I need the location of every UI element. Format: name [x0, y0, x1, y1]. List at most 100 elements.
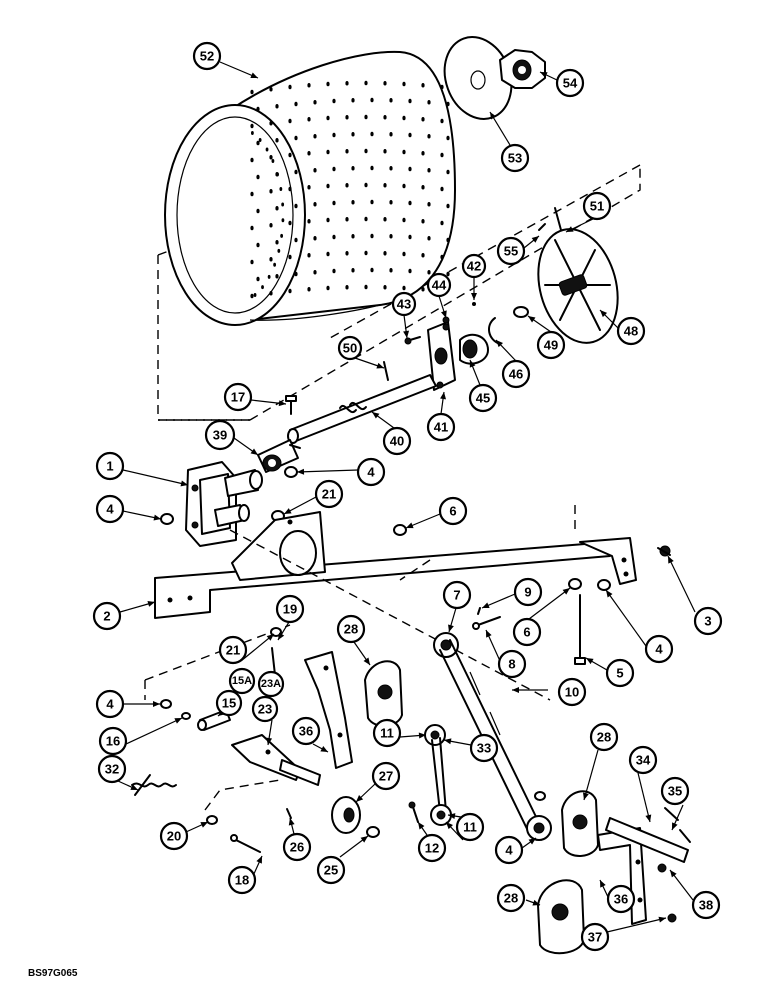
drum-hole — [351, 165, 355, 171]
drum-hole — [307, 286, 311, 292]
frame-beam — [154, 511, 637, 619]
perforated-drum — [164, 50, 456, 326]
leader-arrowhead — [174, 718, 182, 724]
leader-arrowhead — [266, 737, 273, 745]
drum-hole — [253, 292, 257, 297]
callout-number: 20 — [167, 829, 181, 844]
callout-number: 55 — [504, 244, 518, 259]
drum-hole — [250, 130, 254, 135]
drum-hole — [256, 242, 260, 248]
idler-chain — [431, 737, 447, 813]
callout-number: 5 — [616, 666, 623, 681]
callout-number: 16 — [106, 734, 120, 749]
drum-hole — [288, 254, 292, 260]
callout-number: 23 — [258, 702, 272, 717]
callout-number: 52 — [200, 49, 214, 64]
bolt-17 — [285, 395, 297, 415]
drum-hole — [427, 201, 431, 207]
drum-hole — [364, 216, 368, 222]
drum-hole — [313, 133, 317, 139]
drum-hole — [269, 256, 273, 262]
drum-hole — [280, 233, 284, 238]
callout-number: 10 — [565, 685, 579, 700]
callout-36-a: 36 — [291, 716, 321, 746]
callout-number: 28 — [344, 622, 358, 637]
callout-49: 49 — [536, 330, 566, 360]
leader-arrowhead — [606, 590, 613, 598]
leader-arrowhead — [406, 522, 414, 529]
drum-hole — [269, 222, 273, 228]
drum-hole — [427, 167, 431, 173]
callout-number: 32 — [105, 762, 119, 777]
drum-hole — [370, 165, 374, 171]
drum-hole — [345, 216, 349, 222]
drum-hole — [269, 120, 273, 126]
callout-51: 51 — [582, 191, 612, 221]
leader-arrowhead — [266, 634, 274, 641]
leader-arrowhead — [528, 316, 536, 323]
bolt-3 — [657, 545, 671, 557]
callout-44: 44 — [426, 272, 452, 298]
drum-hole — [389, 233, 393, 239]
callout-7: 7 — [442, 580, 472, 610]
drum-hole — [313, 167, 317, 173]
callout-number: 54 — [563, 76, 578, 91]
leader-arrowhead — [670, 870, 677, 878]
leader-arrowhead — [418, 822, 425, 830]
drum-hole — [370, 97, 374, 103]
callout-20: 20 — [159, 821, 189, 851]
leader-arrowhead — [130, 784, 138, 790]
callout-17: 17 — [223, 382, 253, 412]
callout-28-c: 28 — [496, 883, 526, 913]
bearing-plate-bottom — [537, 879, 585, 955]
drive-shaft — [287, 374, 437, 444]
callout-number: 36 — [299, 724, 313, 739]
leader-arrowhead — [288, 818, 295, 826]
leader-arrowhead — [469, 360, 476, 368]
leader-arrowhead — [471, 293, 477, 300]
callout-42: 42 — [461, 253, 487, 279]
callout-37: 37 — [580, 922, 610, 952]
drum-hole — [446, 169, 450, 175]
drum-hole — [351, 267, 355, 273]
leader-arrowhead — [448, 624, 454, 632]
callout-16: 16 — [98, 726, 128, 756]
leader-arrowhead — [566, 226, 574, 232]
callout-number: 15A — [232, 675, 252, 687]
callout-2: 2 — [92, 601, 122, 631]
callout-25: 25 — [316, 855, 346, 885]
callout-28-b: 28 — [589, 722, 619, 752]
drum-hole — [383, 250, 387, 256]
callout-number: 25 — [324, 863, 338, 878]
drum-hole — [408, 268, 412, 274]
drum-hole — [279, 186, 283, 191]
drum-hole — [332, 166, 336, 172]
drum-hole — [446, 237, 450, 243]
callout-number: 43 — [397, 297, 411, 312]
callout-12: 12 — [417, 833, 447, 863]
drum-hole — [250, 89, 254, 95]
callout-15: 15 — [215, 689, 243, 717]
drum-hole — [370, 199, 374, 205]
drum-hole — [383, 182, 387, 188]
drum-hole — [351, 131, 355, 137]
callout-1: 1 — [95, 451, 125, 481]
drum-hole — [326, 217, 330, 223]
drum-hole — [307, 82, 311, 88]
callout-number: 17 — [231, 390, 245, 405]
leader-arrowhead — [532, 899, 540, 906]
drum-hole — [421, 252, 425, 258]
callout-number: 28 — [597, 730, 611, 745]
callout-number: 36 — [614, 892, 628, 907]
drum-hole — [294, 203, 298, 209]
callout-53: 53 — [500, 143, 530, 173]
callout-5: 5 — [605, 658, 635, 688]
drum-hole — [250, 225, 254, 231]
leader-arrowhead — [372, 412, 380, 419]
drum-hole — [440, 152, 444, 158]
leader-arrowhead — [512, 687, 519, 693]
callout-23A: 23A — [257, 670, 285, 698]
callout-28-a: 28 — [336, 614, 366, 644]
drum-hole — [326, 149, 330, 155]
callout-4-a: 4 — [356, 457, 386, 487]
